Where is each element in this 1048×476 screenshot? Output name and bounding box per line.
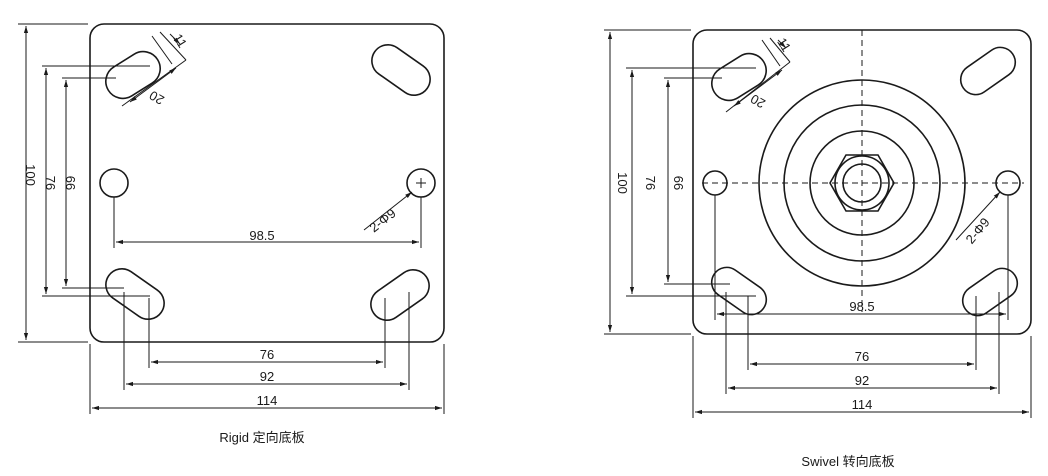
swivel-caption: Swivel 转向底板 — [801, 454, 894, 469]
swivel-dim-76-vertical: 76 — [643, 176, 658, 190]
swivel-hex-nut — [829, 154, 895, 212]
rigid-dim-100: 100 — [23, 164, 38, 186]
swivel-hole-callout: 2-Φ9 — [963, 215, 993, 247]
swivel-middle-ring — [783, 104, 941, 262]
swivel-outer-ring — [758, 79, 966, 287]
swivel-slot-bottom-right — [961, 267, 1019, 317]
swivel-dim-114: 114 — [852, 397, 873, 412]
rigid-slot-bottom-right — [370, 269, 430, 321]
rigid-dim-76-vertical: 76 — [43, 176, 58, 190]
rigid-hole-left — [99, 168, 129, 198]
swivel-inner-ring — [809, 130, 915, 236]
swivel-dim-98-5: 98.5 — [849, 299, 874, 314]
swivel-center-bore — [842, 163, 882, 203]
rigid-dim-98-5: 98.5 — [249, 228, 274, 243]
rigid-slot-bottom-left — [105, 268, 165, 320]
rigid-plate-outline — [89, 23, 445, 343]
rigid-slot-length-label: 20 — [147, 88, 167, 108]
rigid-plate-drawing: 11 20 100 76 66 98.5 2-Φ9 76 92 — [18, 23, 445, 445]
swivel-slot-length-label: 20 — [748, 91, 768, 111]
swivel-plate-drawing: 11 20 100 76 66 98.5 2-Φ9 76 92 — [604, 29, 1032, 469]
rigid-dim-76-horizontal: 76 — [260, 347, 274, 362]
rigid-slot-width-label: 11 — [170, 31, 190, 50]
rigid-slot-top-right — [371, 44, 431, 96]
rigid-hole-callout: 2-Φ9 — [366, 205, 398, 235]
rigid-dim-66: 66 — [63, 176, 78, 190]
swivel-dim-66: 66 — [671, 176, 686, 190]
swivel-dim-76-horizontal: 76 — [855, 349, 869, 364]
rigid-dim-114: 114 — [257, 393, 278, 408]
swivel-slot-width-label: 11 — [774, 35, 794, 54]
swivel-slot-top-right — [959, 46, 1017, 96]
swivel-slot-bottom-left — [710, 266, 768, 316]
rigid-caption: Rigid 定向底板 — [219, 430, 304, 445]
swivel-dim-92: 92 — [855, 373, 869, 388]
swivel-dim-100: 100 — [615, 172, 630, 194]
rigid-dim-92: 92 — [260, 369, 274, 384]
